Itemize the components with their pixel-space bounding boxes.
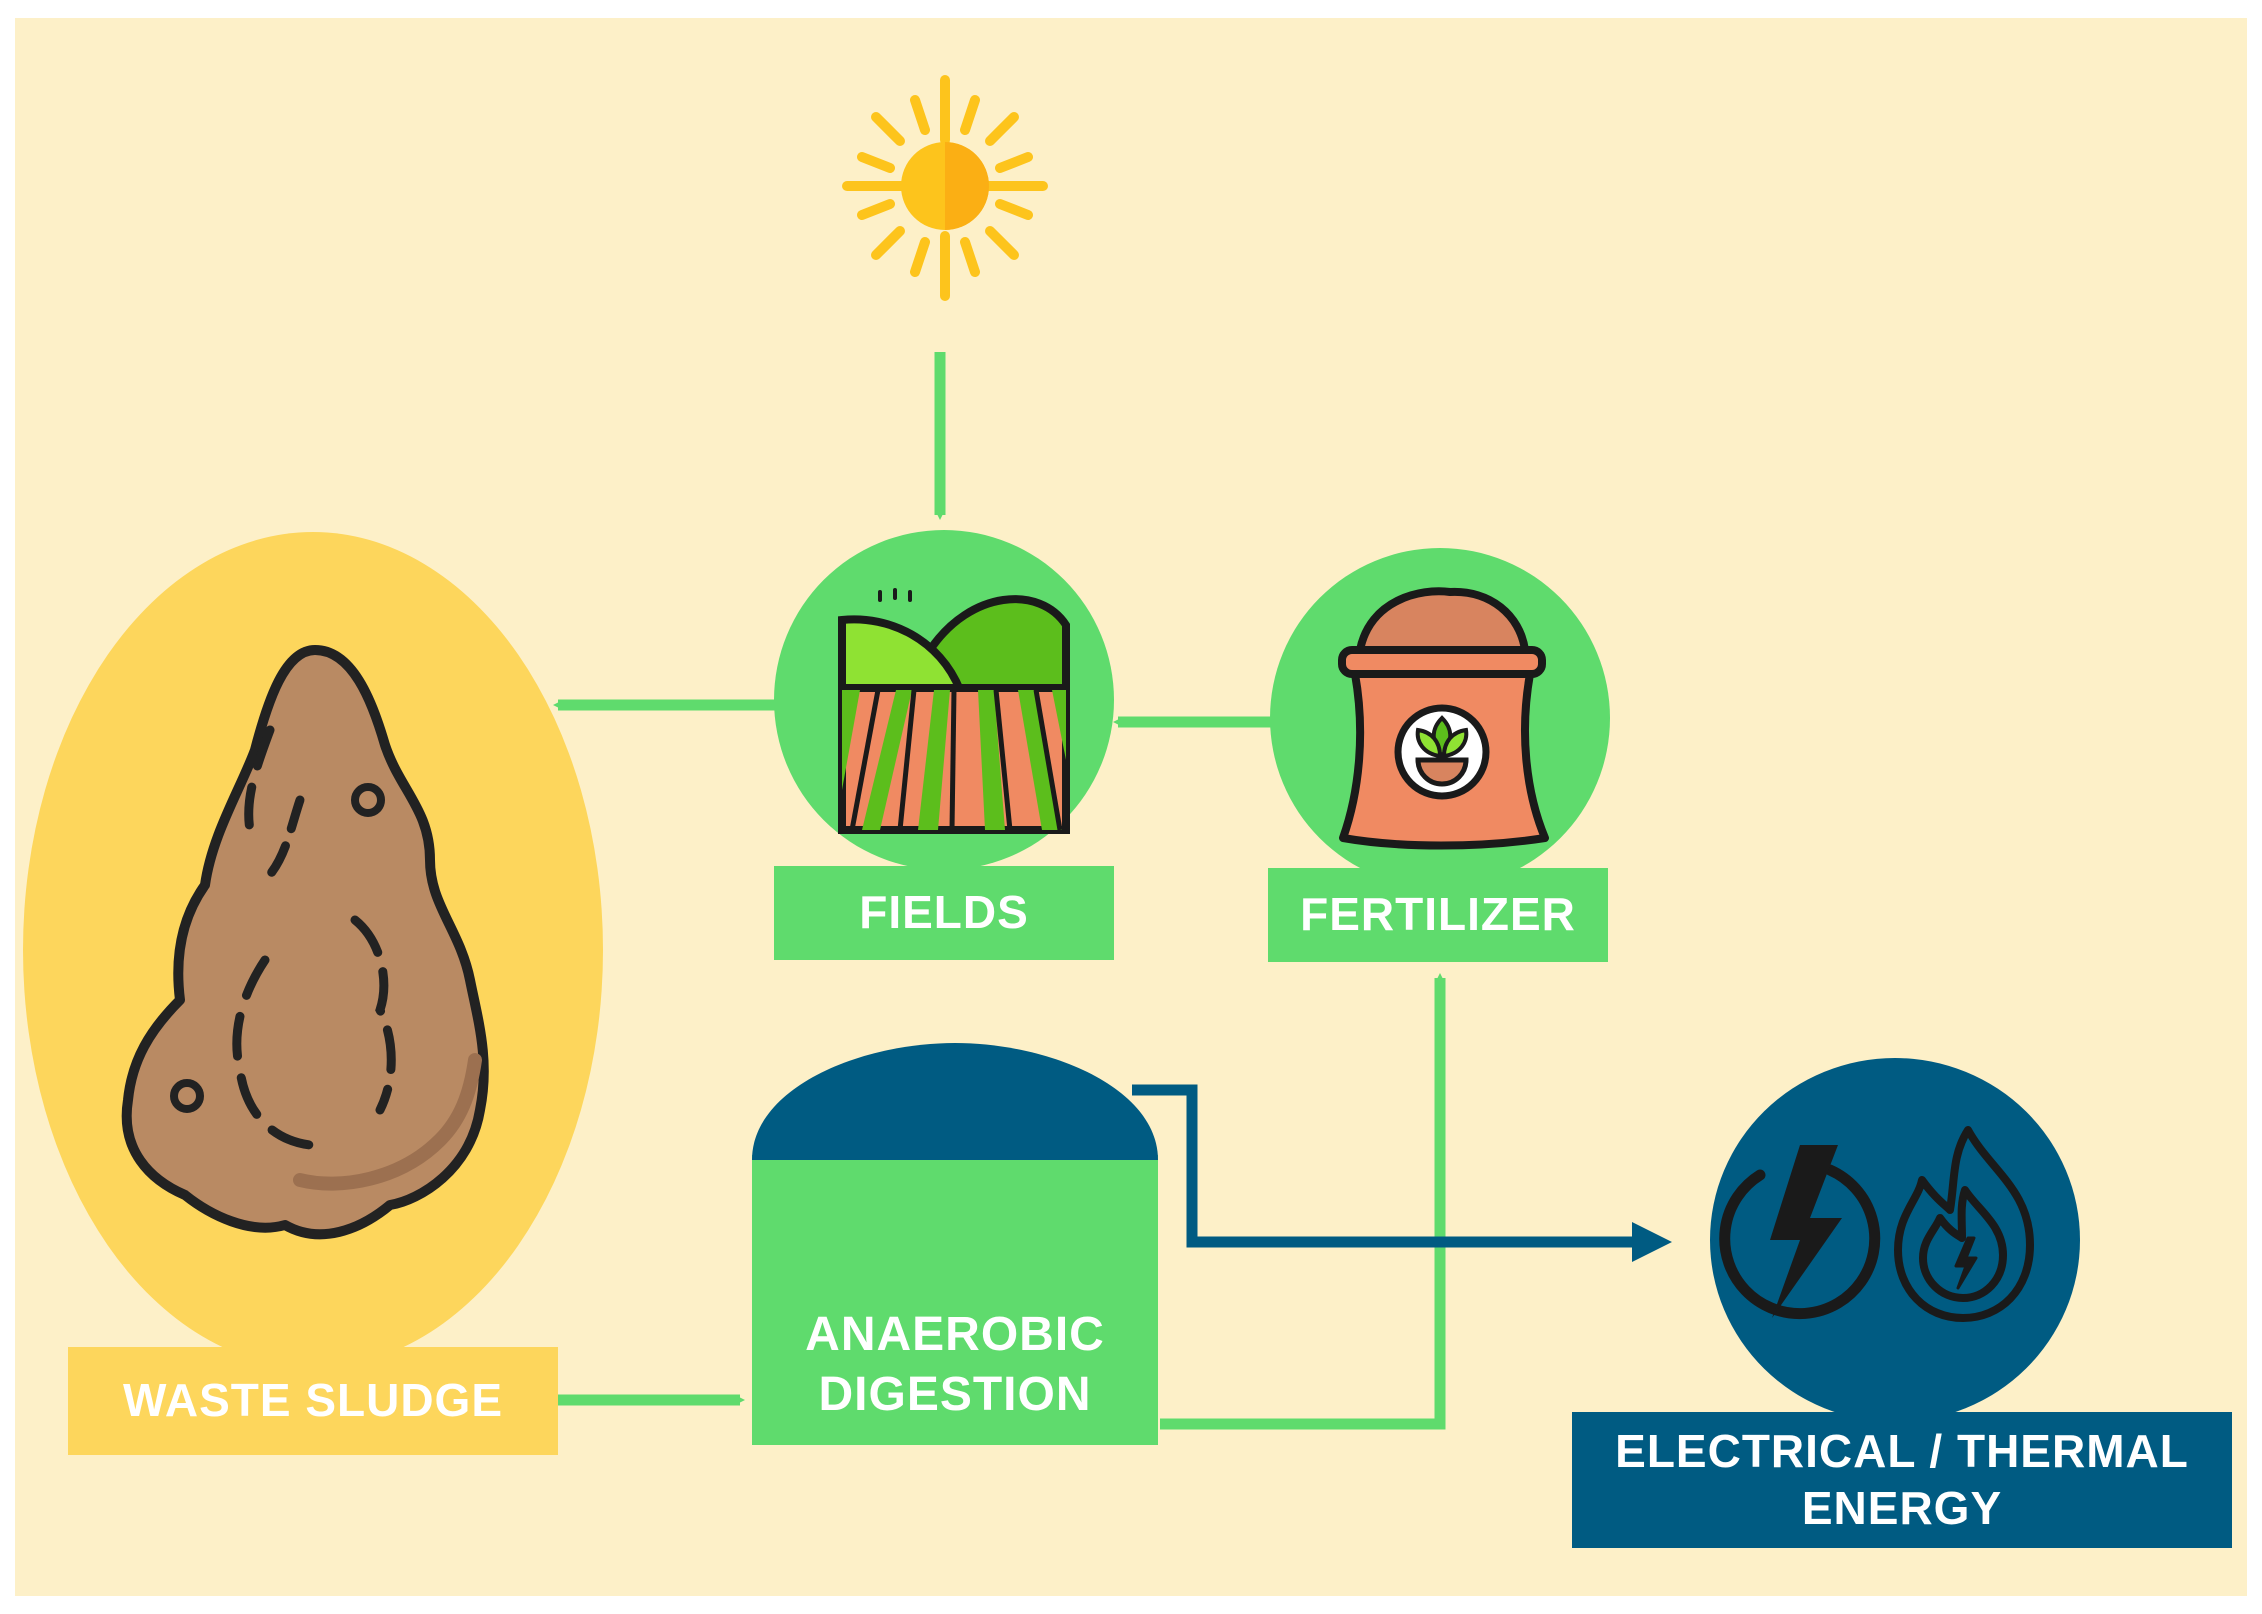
waste-sludge-label: WASTE SLUDGE: [68, 1347, 558, 1455]
energy-label: ELECTRICAL / THERMAL ENERGY: [1572, 1412, 2232, 1548]
anaerobic-digester: [752, 1043, 1158, 1445]
arrow-digestion-to-energy: [1132, 1084, 1634, 1248]
fertilizer-text: FERTILIZER: [1300, 888, 1576, 941]
anaerobic-digestion-label: ANAEROBIC DIGESTION: [752, 1290, 1158, 1440]
fields-icon: [838, 588, 1070, 834]
sludge-icon: [121, 645, 489, 1240]
fire-icon: [1894, 1126, 2034, 1322]
energy-line2: ENERGY: [1801, 1482, 2003, 1534]
fertilizer-label: FERTILIZER: [1268, 868, 1608, 962]
fertilizer-bag-icon: [1338, 587, 1549, 850]
lightning-icon: [1719, 1145, 1881, 1320]
anaerobic-digestion-line1: ANAEROBIC: [805, 1308, 1105, 1361]
waste-sludge-text: WASTE SLUDGE: [122, 1374, 504, 1427]
arrow-digestion-to-fertilizer: [1160, 973, 1446, 1430]
energy-line1: ELECTRICAL / THERMAL: [1615, 1424, 2189, 1477]
sun-disc-shade: [945, 142, 989, 230]
energy-arrowhead: [1632, 1222, 1672, 1262]
fields-text: FIELDS: [859, 886, 1029, 939]
sun-icon: [842, 75, 1048, 301]
fields-label: FIELDS: [774, 866, 1114, 960]
anaerobic-digestion-line2: DIGESTION: [818, 1368, 1092, 1421]
